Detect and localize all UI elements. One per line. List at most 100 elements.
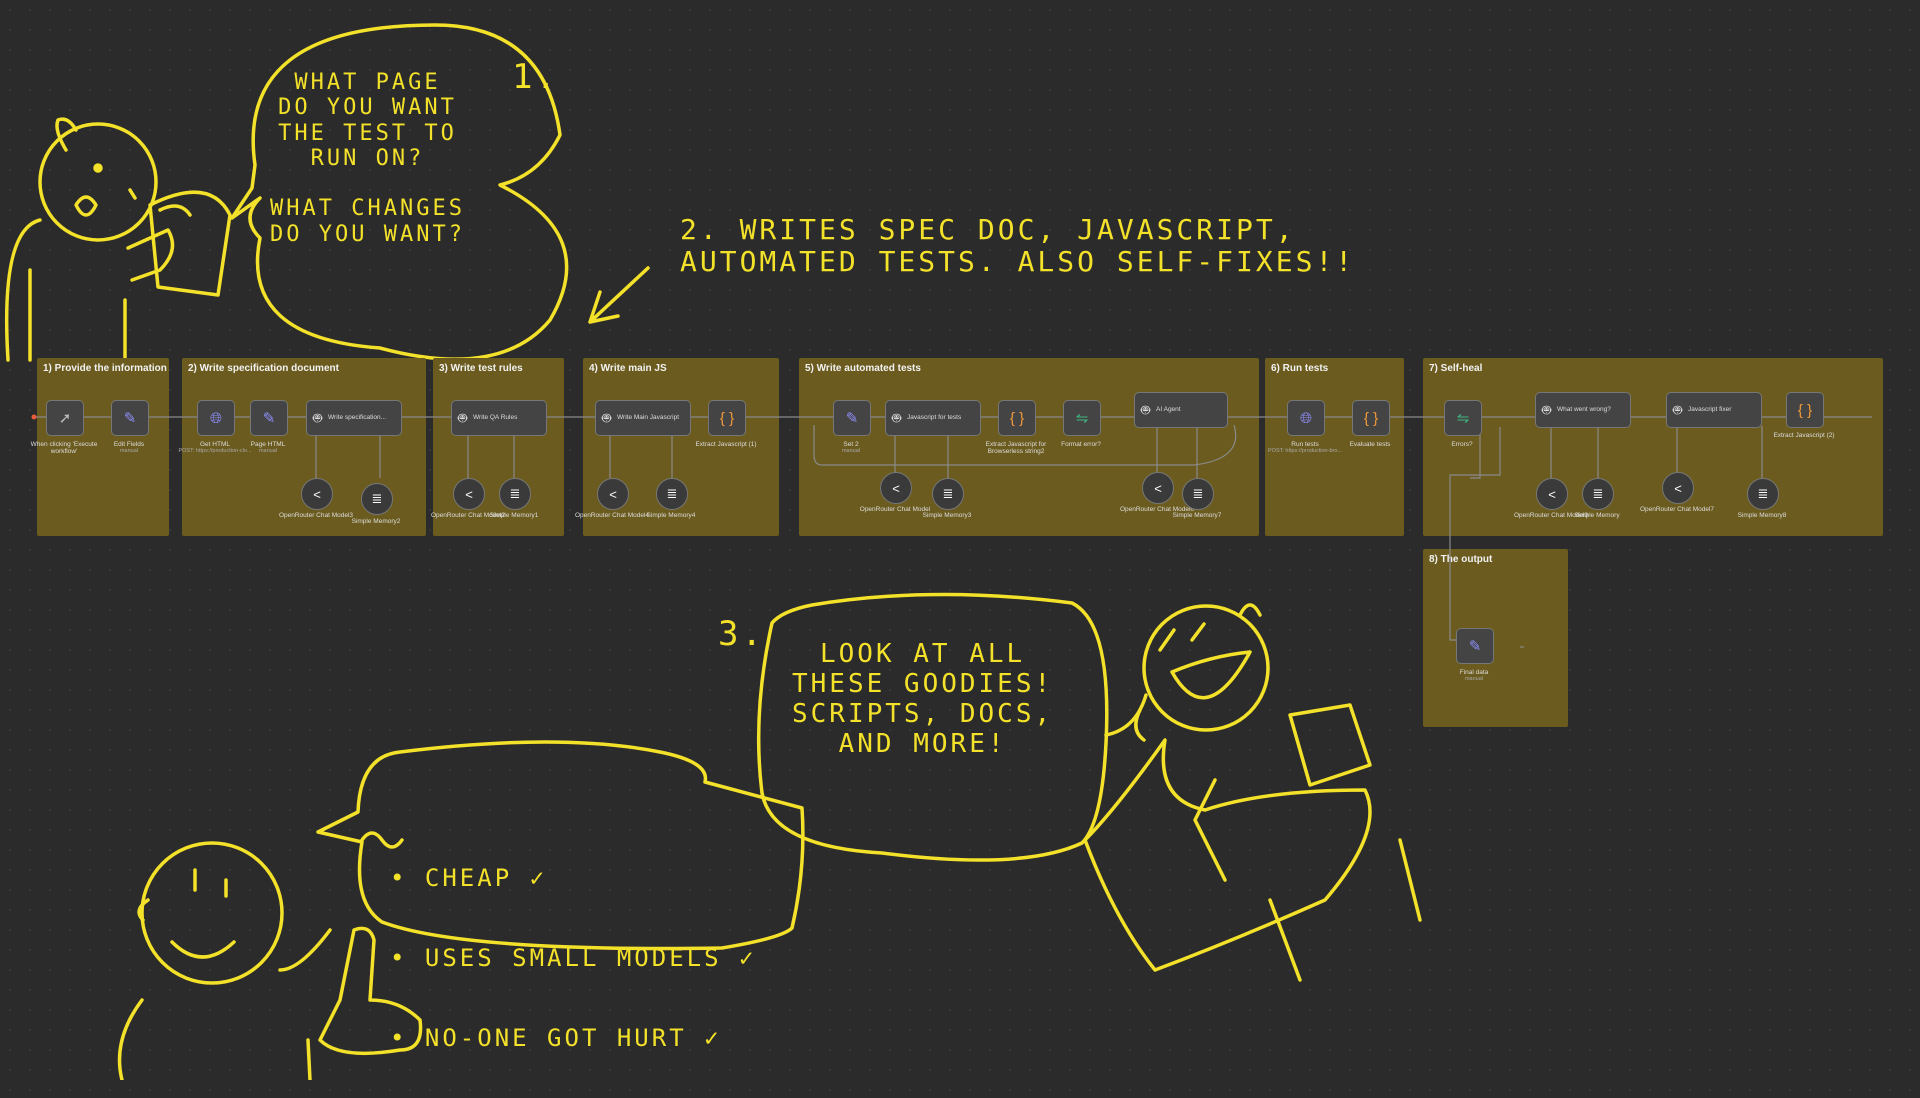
extract-js2-node[interactable]: { } bbox=[1786, 392, 1824, 428]
checklist-item: • Uses small models ✓ bbox=[390, 944, 757, 972]
group-title: 7) Self-heal bbox=[1429, 363, 1483, 374]
format-error-node[interactable]: ⇋ bbox=[1063, 400, 1101, 436]
braces-icon: { } bbox=[1797, 401, 1813, 419]
group-provide-info[interactable]: 1) Provide the information bbox=[37, 358, 169, 536]
node-label: Errors? bbox=[1451, 441, 1473, 448]
openrouter-model-node[interactable]: < bbox=[880, 472, 912, 504]
bubble3-text: Look at all these goodies! scripts, docs… bbox=[792, 639, 1054, 759]
extract-js-browserless-node[interactable]: { } bbox=[998, 400, 1036, 436]
node-label: Evaluate tests bbox=[1349, 441, 1391, 448]
run-tests-node[interactable]: 🌐︎ bbox=[1287, 400, 1325, 436]
final-data-node[interactable]: ✎ bbox=[1456, 628, 1494, 664]
openrouter-model3-node[interactable]: < bbox=[301, 478, 333, 510]
braces-icon: { } bbox=[1009, 409, 1025, 427]
pencil-icon: ✎ bbox=[262, 409, 276, 427]
openrouter-model2-node[interactable]: < bbox=[453, 478, 485, 510]
group-title: 4) Write main JS bbox=[589, 363, 667, 374]
node-label: Simple Memory3 bbox=[922, 512, 972, 519]
globe-icon: 🌐︎ bbox=[209, 409, 222, 427]
simple-memory3-node[interactable]: ≣ bbox=[932, 478, 964, 510]
simple-memory-node[interactable]: ≣ bbox=[1582, 478, 1614, 510]
js-for-tests-node[interactable]: 🤖︎Javascript for tests bbox=[885, 400, 981, 436]
simple-memory8-node[interactable]: ≣ bbox=[1747, 478, 1779, 510]
extract-js1-node[interactable]: { } bbox=[708, 400, 746, 436]
cursor-icon: ➚ bbox=[58, 409, 72, 427]
js-fixer-node[interactable]: 🤖︎Javascript fixer bbox=[1666, 392, 1762, 428]
openrouter-icon: < bbox=[465, 486, 473, 502]
evaluate-tests-node[interactable]: { } bbox=[1352, 400, 1390, 436]
errors-node[interactable]: ⇋ bbox=[1444, 400, 1482, 436]
openrouter-model4-node[interactable]: < bbox=[597, 478, 629, 510]
node-label: OpenRouter Chat Model6 bbox=[1119, 506, 1195, 513]
node-label: Write Main Javascript bbox=[617, 414, 680, 422]
braces-icon: { } bbox=[719, 409, 735, 427]
node-label: Simple Memory4 bbox=[646, 512, 696, 519]
node-label: AI Agent bbox=[1156, 406, 1181, 414]
step3-label: 3. bbox=[718, 614, 765, 654]
simple-memory7-node[interactable]: ≣ bbox=[1182, 478, 1214, 510]
group-test-rules[interactable]: 3) Write test rules bbox=[433, 358, 564, 536]
node-sub: manual bbox=[119, 448, 139, 455]
database-icon: ≣ bbox=[942, 486, 954, 501]
group-title: 2) Write specification document bbox=[188, 363, 339, 374]
node-label: Write QA Rules bbox=[473, 414, 518, 422]
openrouter-icon: < bbox=[892, 480, 900, 496]
checklist-item: • No-one got hurt ✓ bbox=[390, 1024, 722, 1052]
openrouter-icon: < bbox=[1674, 480, 1682, 496]
simple-memory1-node[interactable]: ≣ bbox=[499, 478, 531, 510]
node-label: Simple Memory1 bbox=[489, 512, 539, 519]
write-spec-node[interactable]: 🤖︎Write specification... bbox=[306, 400, 402, 436]
write-qa-node[interactable]: 🤖︎ Write QA Rules bbox=[451, 400, 547, 436]
simple-memory4-node[interactable]: ≣ bbox=[656, 478, 688, 510]
edit-fields-node[interactable]: ✎ bbox=[111, 400, 149, 436]
step1-label: 1. bbox=[512, 57, 559, 97]
group-title: 1) Provide the information bbox=[43, 363, 167, 374]
simple-memory2-node[interactable]: ≣ bbox=[361, 483, 393, 515]
database-icon: ≣ bbox=[1592, 486, 1604, 501]
group-run-tests[interactable]: 6) Run tests bbox=[1265, 358, 1404, 536]
openrouter-icon: < bbox=[609, 486, 617, 502]
group-automated-tests[interactable]: 5) Write automated tests bbox=[799, 358, 1259, 536]
checklist: • Cheap ✓ • Uses small models ✓ • No-one… bbox=[390, 818, 756, 1098]
what-went-wrong-node[interactable]: 🤖︎ What went wrong? bbox=[1535, 392, 1631, 428]
page-html-node[interactable]: ✎ bbox=[250, 400, 288, 436]
robot-icon: 🤖︎ bbox=[458, 409, 468, 427]
get-html-node[interactable]: 🌐︎ bbox=[197, 400, 235, 436]
node-label: Simple Memory2 bbox=[351, 518, 401, 525]
trigger-node[interactable]: ➚ bbox=[46, 400, 84, 436]
robot-icon: 🤖︎ bbox=[1141, 401, 1151, 419]
node-label: Simple Memory bbox=[1574, 512, 1620, 519]
openrouter-model6-node[interactable]: < bbox=[1142, 472, 1174, 504]
write-main-js-node[interactable]: 🤖︎Write Main Javascript bbox=[595, 400, 691, 436]
robot-icon: 🤖︎ bbox=[1542, 401, 1552, 419]
globe-icon: 🌐︎ bbox=[1299, 409, 1312, 427]
node-label-text: Set 2 bbox=[843, 441, 859, 448]
node-label: Simple Memory8 bbox=[1737, 512, 1787, 519]
node-label-text: Final data bbox=[1459, 669, 1489, 676]
set2-node[interactable]: ✎ bbox=[833, 400, 871, 436]
node-sub: manual bbox=[1464, 676, 1484, 683]
node-label: Write specification... bbox=[328, 414, 387, 422]
node-label: What went wrong? bbox=[1557, 406, 1611, 414]
openrouter-model7-node[interactable]: < bbox=[1662, 472, 1694, 504]
openrouter-model9-node[interactable]: < bbox=[1536, 478, 1568, 510]
node-label: Javascript for tests bbox=[907, 414, 962, 422]
group-output[interactable]: 8) The output bbox=[1423, 549, 1568, 727]
node-label: OpenRouter Chat Model bbox=[859, 506, 931, 513]
database-icon: ≣ bbox=[1757, 486, 1769, 501]
node-label: When clicking 'Execute workflow' bbox=[30, 441, 98, 456]
node-label-text: Edit Fields bbox=[113, 441, 145, 448]
node-label: Javascript fixer bbox=[1688, 406, 1732, 414]
switch-icon: ⇋ bbox=[1456, 409, 1470, 427]
database-icon: ≣ bbox=[1192, 486, 1204, 501]
ai-agent-node[interactable]: 🤖︎ AI Agent bbox=[1134, 392, 1228, 428]
openrouter-icon: < bbox=[313, 486, 321, 502]
pencil-icon: ✎ bbox=[1468, 637, 1482, 655]
group-title: 5) Write automated tests bbox=[805, 363, 921, 374]
pencil-icon: ✎ bbox=[845, 409, 859, 427]
